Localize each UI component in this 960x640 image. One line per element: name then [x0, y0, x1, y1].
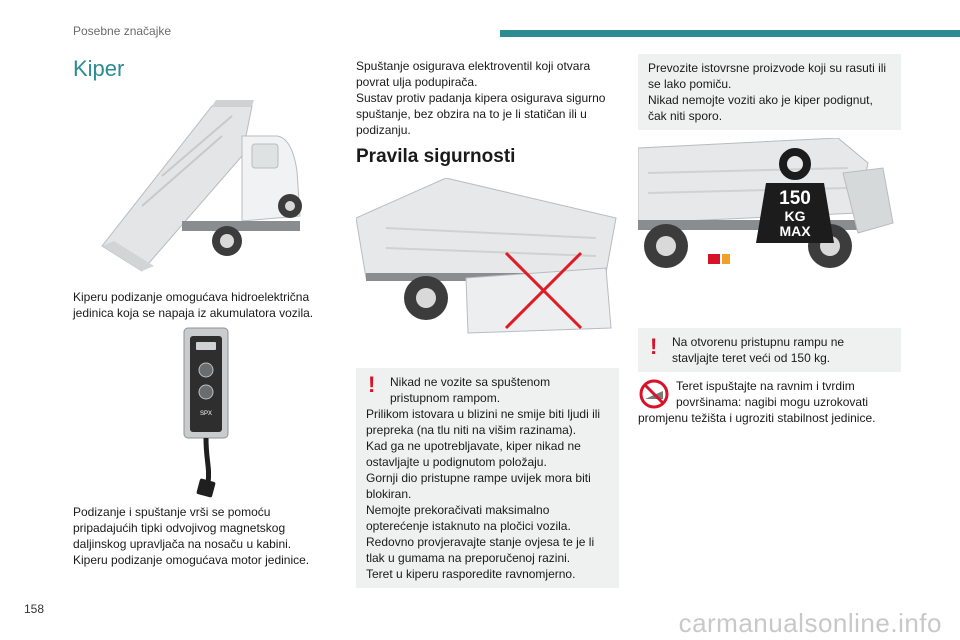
max-load-ramp-illustration: 150 KG MAX [638, 138, 900, 288]
remote-control-paragraph: Podizanje i spuštanje vrši se pomoću pri… [73, 505, 310, 567]
safety-warning-box: ! Nikad ne vozite sa spuštenom pristupno… [356, 368, 619, 588]
remote-control-illustration: SPX [180, 326, 240, 502]
ramp-down-prohibited-illustration [356, 178, 618, 348]
hydraulic-unit-paragraph: Kiperu podizanje omogućava hidroelektrič… [73, 290, 314, 320]
page-title: Kiper [73, 56, 125, 81]
tipper-truck-illustration [92, 96, 322, 276]
unloading-note-paragraph: Teret ispuštajte na ravnim i tvrdim povr… [638, 379, 876, 425]
load-info-box: Prevozite istovrsne proizvode koji su ra… [638, 54, 901, 130]
exclamation-icon: ! [368, 372, 376, 397]
exclamation-icon: ! [650, 334, 658, 359]
safety-rules-heading: Pravila sigurnosti [356, 146, 516, 167]
weight-label-max: MAX [779, 223, 811, 239]
weight-label-unit: KG [785, 208, 806, 224]
no-slope-icon [638, 378, 670, 410]
remote-brand-label: SPX [200, 411, 212, 417]
weight-label-number: 150 [779, 188, 811, 209]
ramp-load-warning-box: ! Na otvorenu pristupnu rampu ne stavlja… [638, 328, 901, 372]
header-section-label: Posebne značajke [73, 24, 172, 38]
page-number: 158 [24, 602, 45, 616]
header-accent-bar [500, 30, 960, 37]
watermark: carmanualsonline.info [678, 608, 942, 638]
descent-system-paragraph: Spuštanje osigurava elektroventil koji o… [356, 59, 606, 137]
